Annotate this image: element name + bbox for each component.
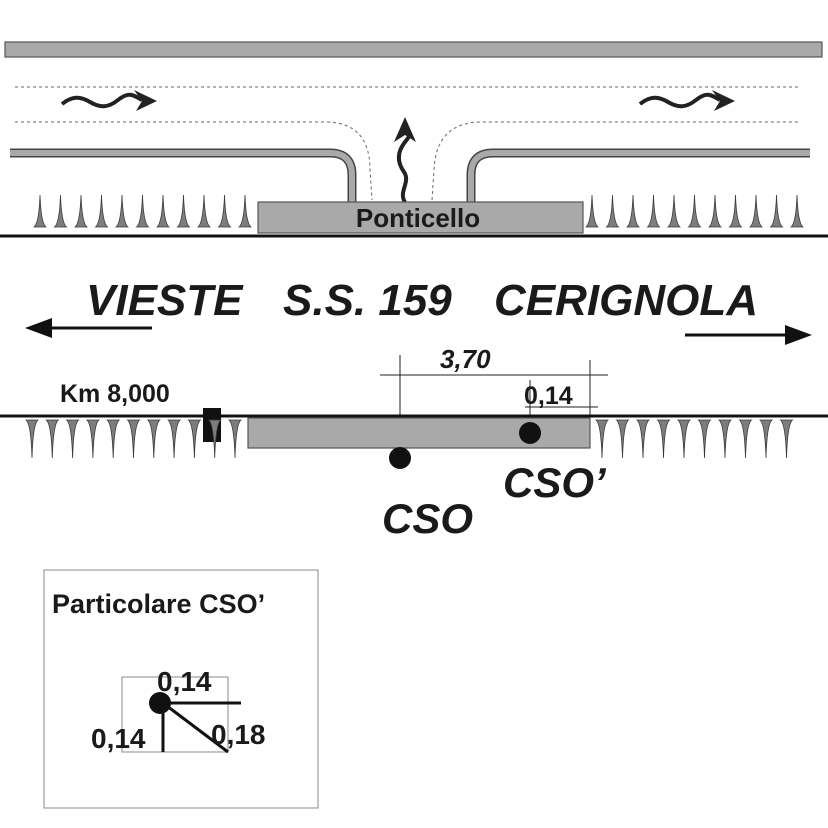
dimension-offset-label: 0,14 bbox=[524, 382, 573, 410]
detail-dim-left: 0,14 bbox=[91, 723, 146, 754]
direction-left-label: VIESTE bbox=[86, 276, 244, 325]
detail-line-diagonal bbox=[162, 701, 229, 754]
detail-cso-prime-point bbox=[149, 692, 171, 714]
flow-arrow-right-icon bbox=[638, 90, 735, 111]
channel-wall-left bbox=[10, 150, 355, 202]
detail-title: Particolare CSO’ bbox=[52, 589, 265, 619]
detail-dim-top: 0,14 bbox=[157, 666, 212, 697]
channel-wall-right-outline bbox=[466, 148, 810, 202]
cso-prime-label: CSO’ bbox=[503, 459, 607, 506]
direction-right-label: CERIGNOLA bbox=[494, 276, 758, 325]
ponticello-box bbox=[257, 201, 584, 234]
flow-dashed-line-lower-left bbox=[15, 121, 373, 201]
embankment-spikes-bottom-left bbox=[24, 419, 243, 459]
cso-point bbox=[389, 447, 411, 469]
embankment-spikes-top-right bbox=[584, 194, 805, 228]
km-label: Km 8,000 bbox=[60, 380, 170, 408]
cso-label: CSO bbox=[382, 495, 473, 542]
flow-arrow-up-icon bbox=[394, 117, 416, 204]
road-label: S.S. 159 bbox=[283, 276, 452, 325]
embankment-spikes-bottom-right bbox=[594, 419, 794, 459]
embankment-spikes-top-left bbox=[32, 194, 253, 228]
detail-inner-square bbox=[121, 676, 229, 753]
arrow-right-icon bbox=[685, 325, 812, 345]
top-road-bar bbox=[4, 41, 823, 58]
arrow-left-icon bbox=[25, 318, 152, 338]
channel-wall-right bbox=[468, 150, 810, 202]
channel-wall-left-outline bbox=[10, 148, 357, 202]
flow-dashed-line-lower-right bbox=[431, 121, 800, 201]
detail-dim-diag: 0,18 bbox=[211, 719, 266, 750]
ponticello-label: Ponticello bbox=[356, 203, 480, 233]
cso-prime-point bbox=[519, 422, 541, 444]
flow-arrow-left-icon bbox=[60, 90, 157, 111]
detail-box bbox=[43, 569, 319, 809]
dimension-main-label: 3,70 bbox=[440, 344, 491, 374]
